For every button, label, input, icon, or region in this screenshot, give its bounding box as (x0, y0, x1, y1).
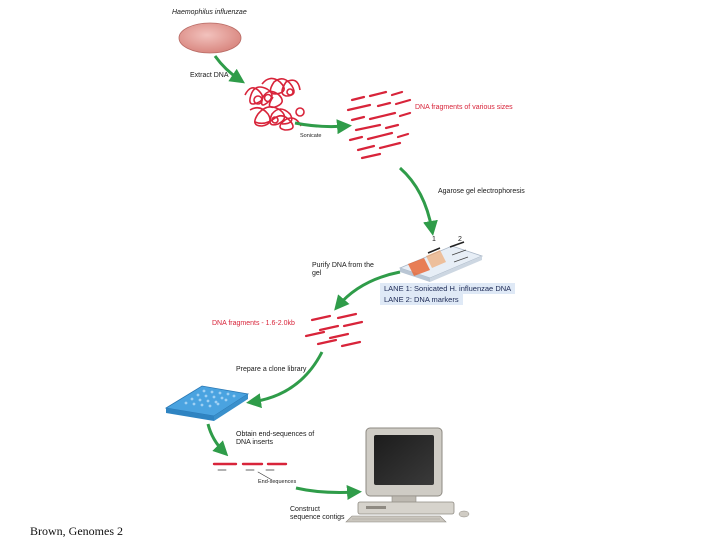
arrow-contig (295, 485, 362, 501)
clone-library-label: Prepare a clone library (236, 366, 307, 373)
extract-dna-label: Extract DNA (190, 72, 229, 79)
agarose-gel (398, 241, 484, 282)
computer (345, 427, 470, 523)
end-sequence-step-label: Obtain end-sequences of DNA inserts (236, 431, 315, 446)
end-sequences-label: End-sequences (258, 479, 297, 485)
purify-label: Purify DNA from the gel (312, 262, 374, 277)
clone-library-plate (164, 385, 250, 421)
electrophoresis-label: Agarose gel electrophoresis (438, 188, 525, 195)
sonicate-label: Sonicate (300, 133, 322, 139)
arrow-library (246, 351, 324, 409)
arrow-purify (334, 270, 401, 311)
dna-fragments-size-selected (304, 312, 364, 348)
arrow-electrophoresis (399, 166, 438, 236)
tangled-dna (244, 77, 305, 131)
end-sequences (212, 462, 288, 481)
lane2-label: LANE 2: DNA markers (380, 294, 463, 305)
arrow-extract (213, 55, 245, 84)
source-caption: Brown, Genomes 2 (30, 524, 123, 538)
lane1-label: LANE 1: Sonicated H. influenzae DNA (380, 283, 516, 294)
contig-label: Construct sequence contigs (290, 506, 345, 521)
dna-fragments-various (346, 90, 412, 160)
arrow-sonicate (294, 119, 352, 135)
fragments-various-label: DNA fragments of various sizes (415, 104, 513, 111)
organism-label: Haemophilus influenzae (172, 9, 247, 16)
arrow-endseq (206, 423, 229, 457)
size-fragments-label: DNA fragments - 1.6-2.0kb (212, 320, 295, 327)
bacterium-cell (178, 22, 242, 54)
lane-number-1: 1 (432, 236, 436, 243)
lane-number-2: 2 (458, 236, 462, 243)
